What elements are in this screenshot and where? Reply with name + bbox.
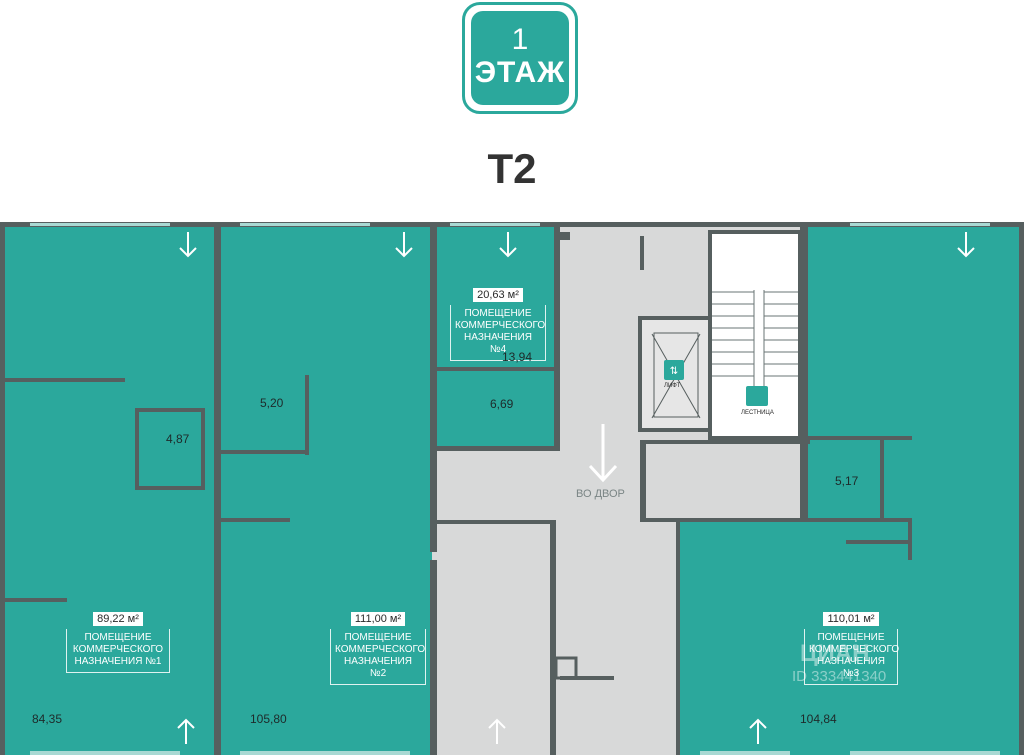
windows [30, 223, 1000, 755]
room-area: 13,94 [502, 350, 533, 364]
unit-4-area-value: 20,63 м² [473, 288, 523, 302]
unit-1-area-value: 89,22 м² [93, 612, 143, 626]
stairs-label: ЛЕСТНИЦА [741, 410, 774, 416]
unit-1-label: 89,22 м² ПОМЕЩЕНИЕ КОММЕРЧЕСКОГО НАЗНАЧЕ… [66, 612, 170, 673]
elevator-label: ЛИФТ [664, 383, 681, 389]
stairs-steps [712, 290, 798, 392]
unit-3-area[interactable] [800, 226, 1024, 755]
courtyard-label: ВО ДВОР [576, 488, 625, 500]
unit-3-area-value: 110,01 м² [823, 612, 879, 626]
building-label: Т2 [487, 145, 537, 192]
room-area: 4,87 [166, 432, 190, 446]
room-area: 5,20 [260, 396, 284, 410]
watermark-brand: ЦИАН [800, 640, 870, 667]
unit-3-label: 110,01 м² ПОМЕЩЕНИЕ КОММЕРЧЕСКОГО НАЗНАЧ… [804, 612, 899, 685]
unit-4-area[interactable] [432, 226, 556, 448]
stairwell [708, 230, 802, 440]
floor-badge: 1 ЭТАЖ [462, 2, 578, 114]
stairs-icon [746, 386, 768, 406]
room-area: 84,35 [32, 712, 63, 726]
room-area: 6,69 [490, 397, 514, 411]
room-area: 104,84 [800, 712, 837, 726]
unit-4-label: 20,63 м² ПОМЕЩЕНИЕ КОММЕРЧЕСКОГО НАЗНАЧЕ… [450, 288, 546, 361]
unit-3-lower-area[interactable] [676, 520, 806, 755]
floor-number: 1 [511, 23, 529, 56]
floor-word: ЭТАЖ [474, 56, 566, 89]
unit-2-label: 111,00 м² ПОМЕЩЕНИЕ КОММЕРЧЕСКОГО НАЗНАЧ… [330, 612, 426, 685]
unit-1-area[interactable] [2, 226, 216, 755]
room-area: 105,80 [250, 712, 287, 726]
entrance-arrows [177, 232, 975, 744]
svg-text:⇅: ⇅ [670, 366, 678, 377]
unit-2-area-value: 111,00 м² [350, 612, 406, 626]
unit-2-area[interactable] [220, 226, 432, 755]
courtyard-arrow-icon [588, 424, 618, 483]
lift-icon [664, 360, 684, 380]
room-area: 5,17 [835, 474, 859, 488]
watermark-id: ID 333441340 [792, 668, 887, 685]
